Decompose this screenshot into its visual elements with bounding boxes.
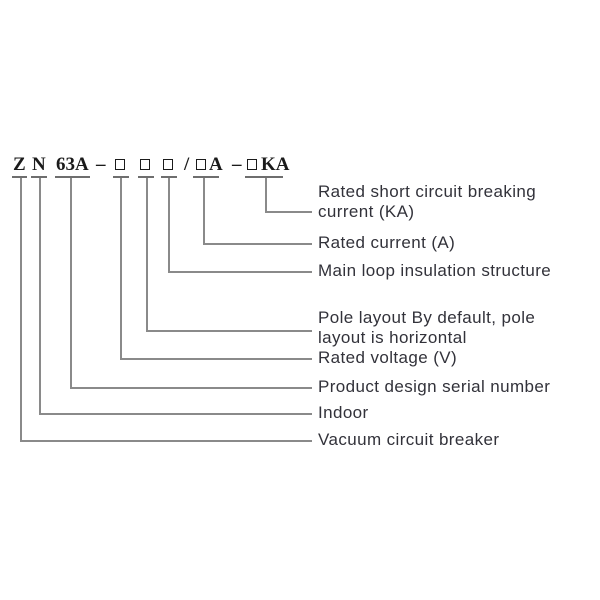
model-placeholder-box bbox=[247, 159, 257, 170]
connector-hline-box-1 bbox=[120, 358, 312, 360]
part-label-line: Main loop insulation structure bbox=[318, 261, 552, 280]
connector-vline-box-4-A bbox=[203, 178, 205, 245]
model-placeholder-box bbox=[196, 159, 206, 170]
connector-vline-box-5-KA bbox=[265, 178, 267, 213]
part-label-line: current (KA) bbox=[318, 202, 415, 221]
connector-vline-box-3 bbox=[168, 178, 170, 273]
model-underline bbox=[31, 176, 47, 178]
part-label-Z: Vacuum circuit breaker bbox=[318, 430, 499, 450]
connector-hline-63A bbox=[70, 387, 312, 389]
connector-hline-Z bbox=[20, 440, 312, 442]
model-char: N bbox=[32, 154, 46, 175]
model-underline bbox=[161, 176, 177, 178]
part-label-line: layout is horizontal bbox=[318, 328, 467, 347]
model-underline bbox=[55, 176, 90, 178]
model-underline bbox=[138, 176, 154, 178]
connector-vline-box-1 bbox=[120, 178, 122, 360]
connector-hline-N bbox=[39, 413, 312, 415]
part-label-line: Rated voltage (V) bbox=[318, 348, 458, 367]
model-char: KA bbox=[261, 154, 290, 175]
part-label-box-1: Rated voltage (V) bbox=[318, 348, 457, 368]
connector-vline-63A bbox=[70, 178, 72, 389]
part-label-line: Product design serial number bbox=[318, 377, 551, 396]
model-char: / bbox=[184, 154, 190, 175]
connector-hline-box-5-KA bbox=[265, 211, 312, 213]
connector-vline-N bbox=[39, 178, 41, 415]
model-char: Z bbox=[13, 154, 26, 175]
model-placeholder-box bbox=[140, 159, 150, 170]
connector-hline-box-4-A bbox=[203, 243, 312, 245]
part-label-line: Vacuum circuit breaker bbox=[318, 430, 500, 449]
part-label-line: Rated current (A) bbox=[318, 233, 456, 252]
part-label-line: Indoor bbox=[318, 403, 369, 422]
model-char: A bbox=[209, 154, 223, 175]
model-char: – bbox=[96, 154, 106, 175]
model-underline bbox=[193, 176, 219, 178]
model-underline bbox=[12, 176, 27, 178]
part-label-N: Indoor bbox=[318, 403, 369, 423]
model-underline bbox=[113, 176, 129, 178]
connector-hline-box-3 bbox=[168, 271, 312, 273]
model-placeholder-box bbox=[115, 159, 125, 170]
part-label-line: Rated short circuit breaking bbox=[318, 182, 537, 201]
model-char: 63A bbox=[56, 154, 89, 175]
part-label-line: Pole layout By default, pole bbox=[318, 308, 536, 327]
connector-vline-Z bbox=[20, 178, 22, 442]
connector-vline-box-2 bbox=[146, 178, 148, 332]
part-label-box-3: Main loop insulation structure bbox=[318, 261, 551, 281]
connector-hline-box-2 bbox=[146, 330, 312, 332]
model-underline bbox=[245, 176, 283, 178]
model-placeholder-box bbox=[163, 159, 173, 170]
part-label-box-4-A: Rated current (A) bbox=[318, 233, 455, 253]
part-label-63A: Product design serial number bbox=[318, 377, 550, 397]
model-char: – bbox=[232, 154, 242, 175]
